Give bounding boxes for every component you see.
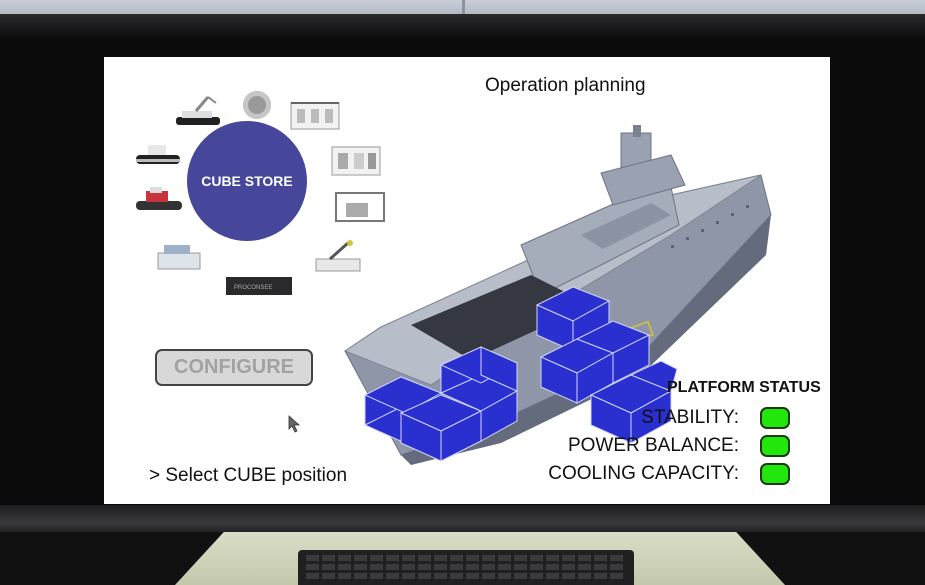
- rib-boat-crane-module-icon[interactable]: [172, 93, 224, 133]
- status-label-power-balance: POWER BALANCE:: [567, 435, 739, 456]
- configure-button[interactable]: CONFIGURE: [155, 349, 313, 386]
- monitor-bezel-bottom: [0, 505, 925, 535]
- ship-model-view[interactable]: [341, 125, 781, 465]
- rib-boat-module-icon[interactable]: [134, 137, 184, 171]
- lab-container-module-icon[interactable]: [287, 95, 343, 135]
- container-module-icon[interactable]: PROCONSEE: [224, 273, 296, 299]
- cube-store-label: CUBE STORE: [201, 173, 293, 189]
- power-balance-status-indicator: [760, 435, 790, 457]
- keyboard: [298, 550, 634, 585]
- crane-module-icon[interactable]: [310, 237, 366, 277]
- cooling-capacity-status-indicator: [760, 463, 790, 485]
- status-row-power-balance: POWER BALANCE:: [534, 435, 824, 459]
- keyboard-row: [306, 564, 626, 570]
- workshop-container-module-icon[interactable]: [328, 141, 384, 181]
- platform-status-title: PLATFORM STATUS: [667, 379, 821, 396]
- stability-status-indicator: [760, 407, 790, 429]
- cube-store-circle[interactable]: CUBE STORE: [187, 121, 307, 241]
- uav-launcher-module-icon[interactable]: [154, 239, 206, 275]
- status-label-cooling-capacity: COOLING CAPACITY:: [548, 463, 739, 484]
- monitor-bezel-top: [0, 14, 925, 38]
- keyboard-row: [306, 555, 626, 561]
- instruction-prompt: > Select CUBE position: [149, 465, 348, 486]
- keyboard-row: [306, 573, 626, 579]
- status-row-cooling-capacity: COOLING CAPACITY:: [534, 463, 824, 487]
- cube-store-slot-indicator[interactable]: [243, 91, 271, 119]
- mouse-cursor-icon: [288, 415, 301, 433]
- wall-seam: [462, 0, 465, 18]
- monitor-screen: Operation planning CUBE STORE: [104, 57, 830, 504]
- page-title: Operation planning: [485, 75, 646, 96]
- container-label: PROCONSEE: [234, 285, 272, 291]
- status-label-stability: STABILITY:: [641, 407, 739, 428]
- open-frame-module-icon[interactable]: [332, 189, 388, 227]
- rescue-boat-module-icon[interactable]: [134, 181, 186, 217]
- status-row-stability: STABILITY:: [534, 407, 824, 431]
